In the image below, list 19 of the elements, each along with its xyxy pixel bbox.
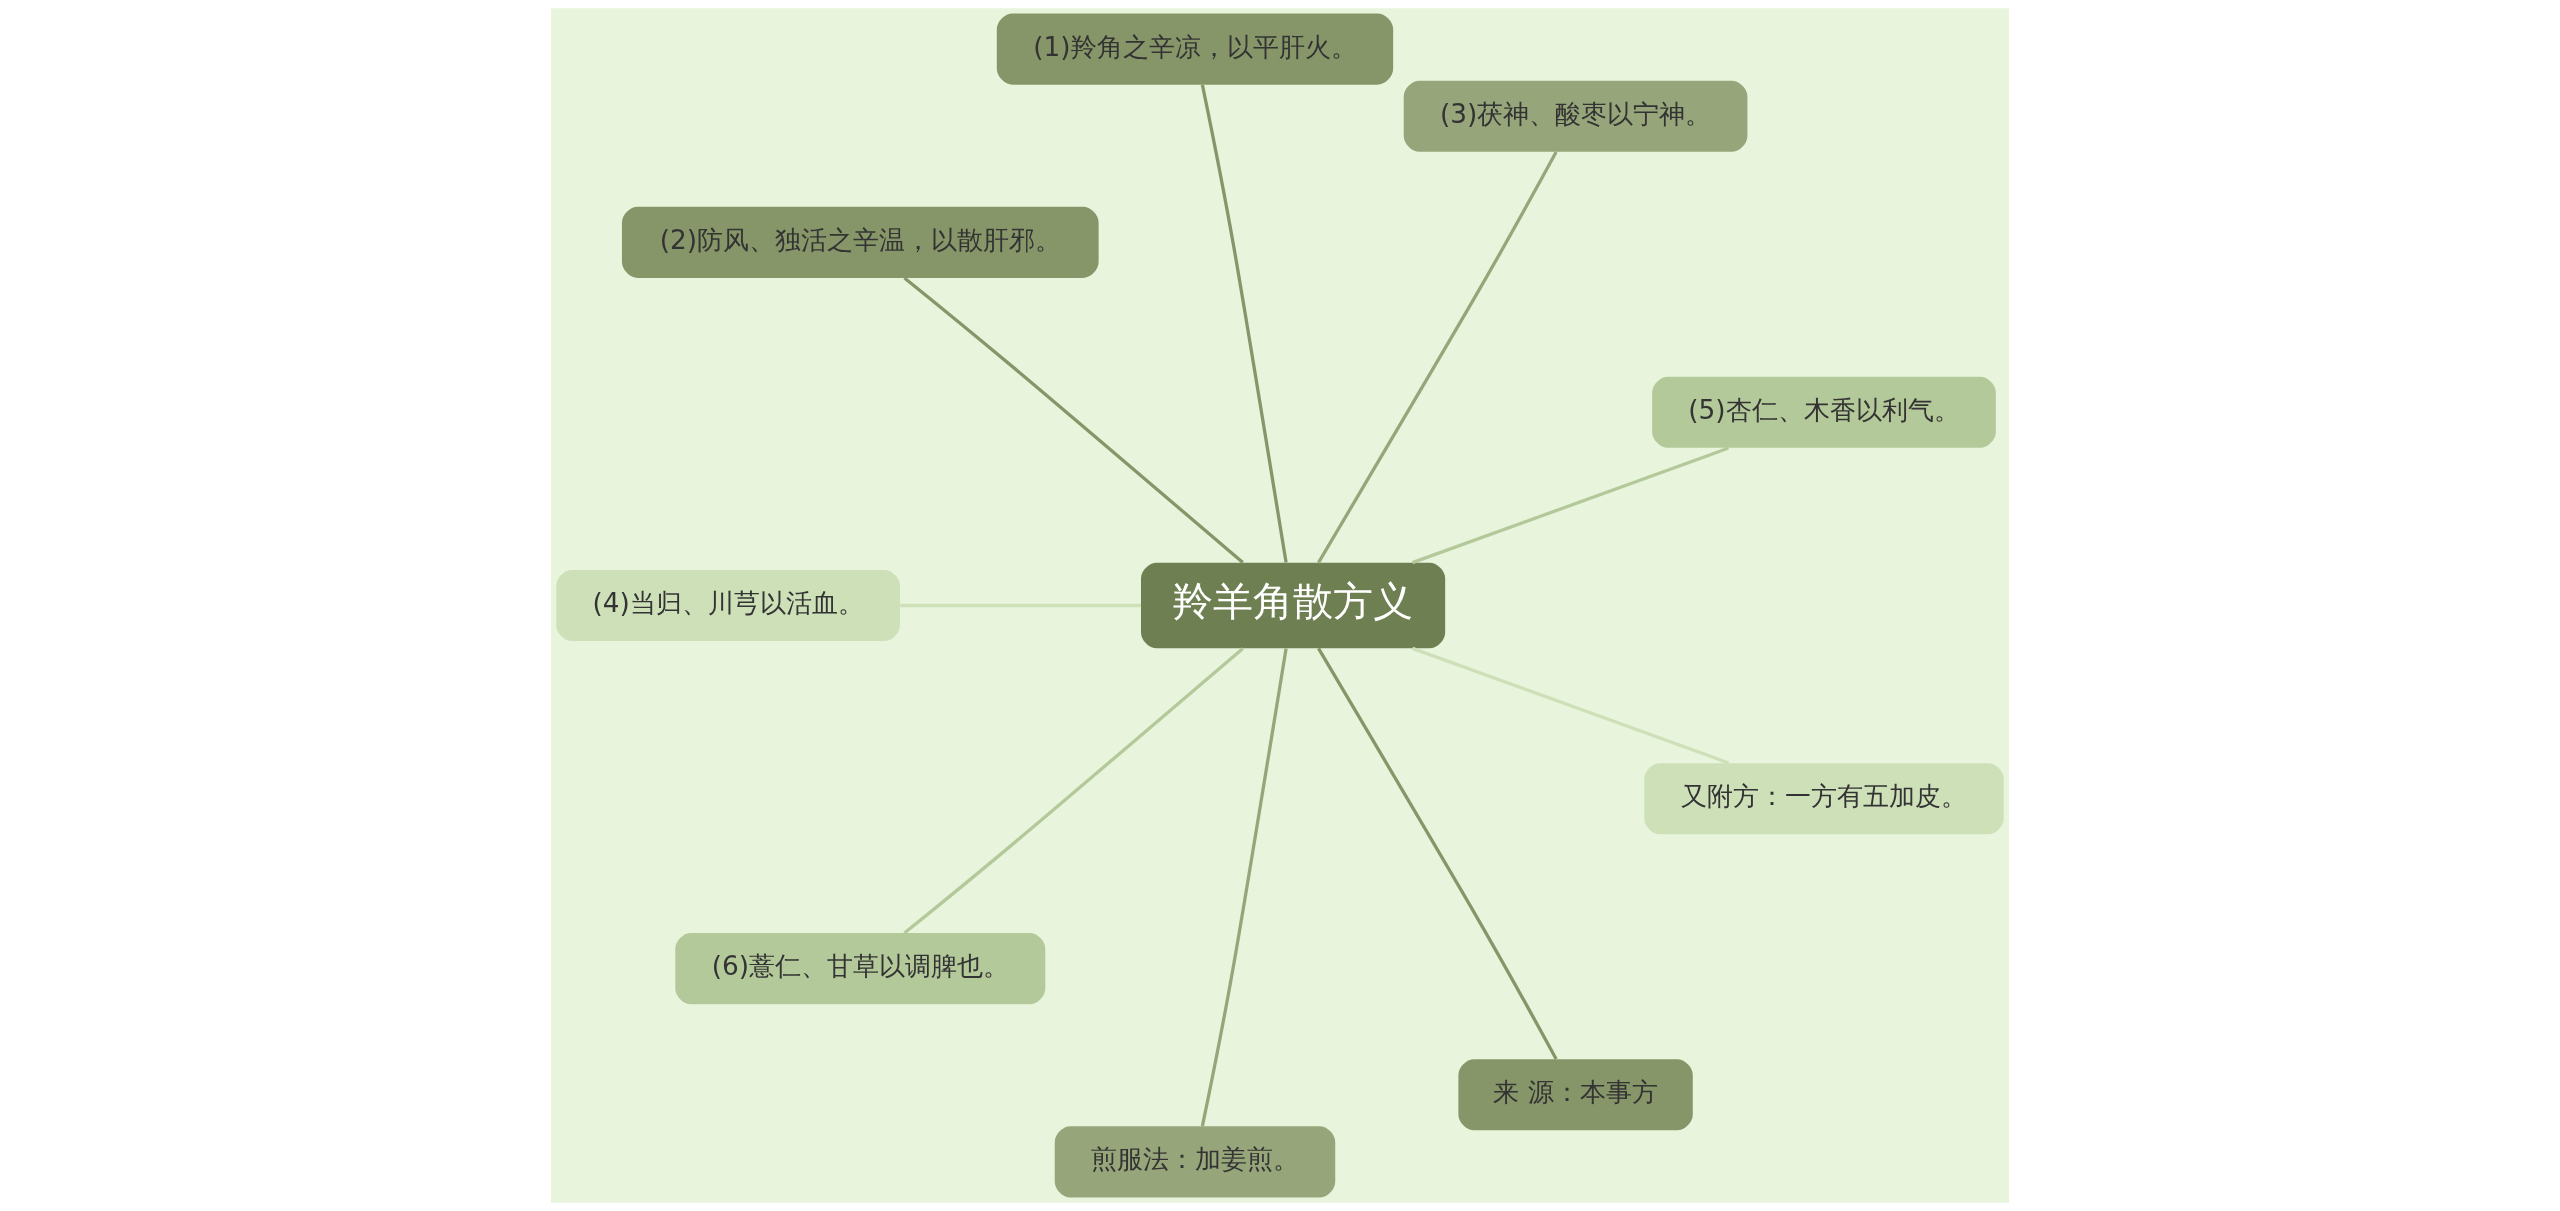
node-box: 来 源：本事方	[1458, 1059, 1693, 1131]
node-box: (1)羚角之辛凉，以平肝火。	[996, 13, 1394, 85]
connector	[1200, 648, 1288, 1127]
node-box: 煎服法：加姜煎。	[1054, 1126, 1336, 1198]
connector	[1411, 646, 1730, 765]
node-box: (5)杏仁、木香以利气。	[1652, 376, 1996, 448]
node-box: 又附方：一方有五加皮。	[1644, 763, 2004, 835]
connector	[903, 276, 1244, 564]
connector	[900, 603, 1141, 608]
connector	[1411, 446, 1730, 565]
node-box: (4)当归、川芎以活血。	[556, 569, 900, 642]
node-box: (6)薏仁、甘草以调脾也。	[675, 933, 1046, 1005]
connector	[903, 647, 1244, 935]
connector	[1200, 84, 1288, 563]
connector	[1317, 151, 1558, 564]
node-box: (3)茯神、酸枣以宁神。	[1403, 80, 1748, 152]
connector	[1317, 647, 1558, 1060]
node-box: 羚羊角散方义	[1141, 562, 1446, 649]
node-box: (2)防风、独活之辛温，以散肝邪。	[621, 206, 1099, 278]
